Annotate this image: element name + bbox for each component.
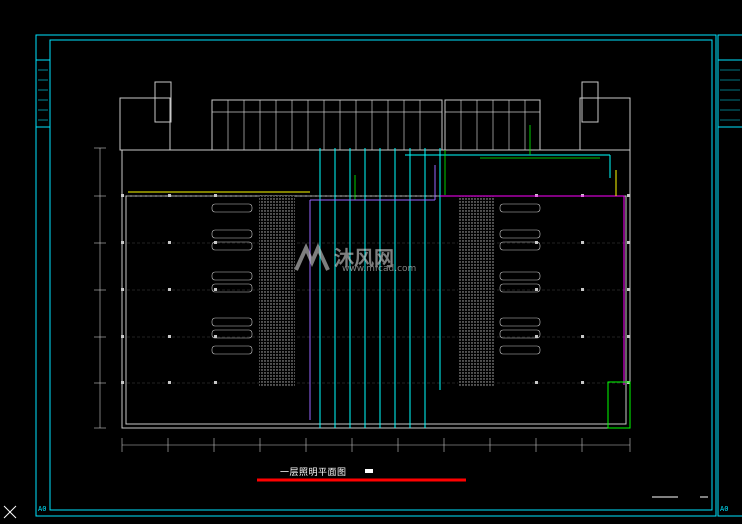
axis-grid <box>122 195 630 384</box>
lighting-circuit-yellow <box>128 170 617 196</box>
structural-columns <box>121 194 630 384</box>
sheet-label-left: A0 <box>38 505 47 513</box>
hatched-areas <box>259 196 494 386</box>
close-icon[interactable] <box>2 504 18 520</box>
left-frame-ticks <box>38 69 740 121</box>
parking-left <box>211 203 253 355</box>
dimension-line-left <box>94 147 106 429</box>
drawing-title: 一层照明平面图 <box>280 468 347 478</box>
lighting-circuit-magenta <box>440 195 625 385</box>
parking-right <box>499 203 541 355</box>
distribution-panel <box>607 381 631 429</box>
lighting-circuit-purple <box>309 165 436 420</box>
top-room-partitions <box>212 100 540 150</box>
building-walls <box>119 81 631 429</box>
title-scale-mark <box>365 469 373 473</box>
sheet-label-right: A0 <box>720 505 729 513</box>
sheet-frame <box>35 34 742 517</box>
lighting-circuit-cyan <box>319 148 611 428</box>
dimension-line-bottom <box>121 438 631 452</box>
lighting-circuit-green <box>354 125 600 200</box>
